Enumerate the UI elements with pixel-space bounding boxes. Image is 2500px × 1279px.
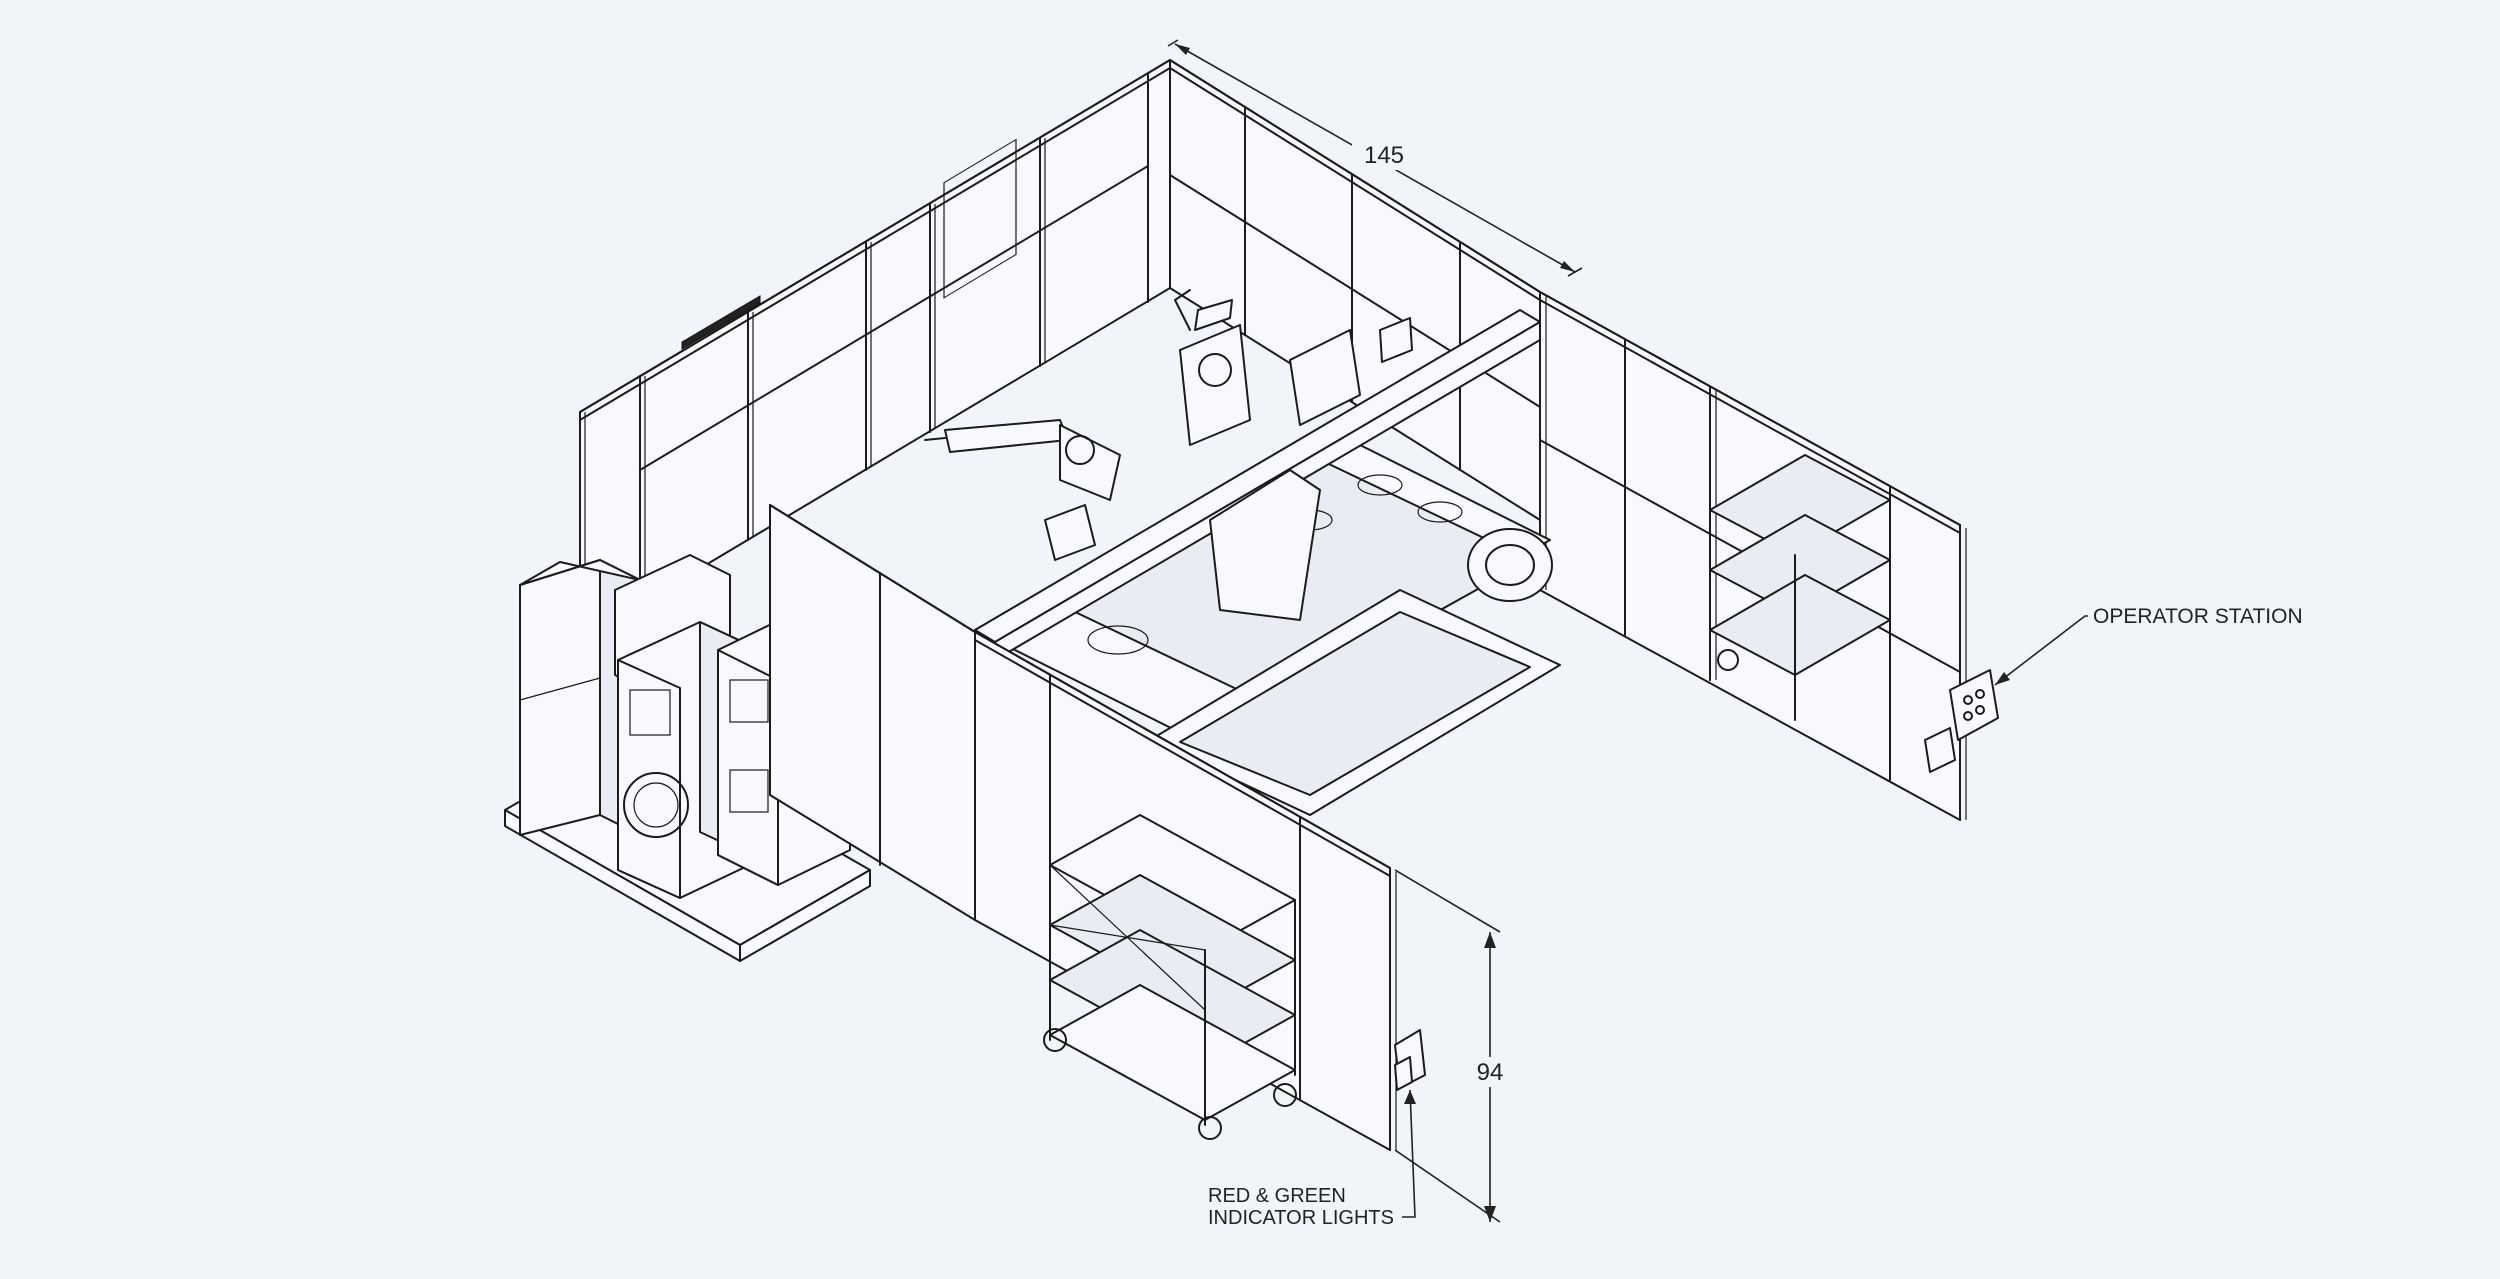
control-cabinets <box>504 554 871 962</box>
dimension-height-value: 94 <box>1477 1059 1504 1086</box>
back-left-fence-wall <box>579 59 1171 641</box>
dimension-height: 94 <box>1394 869 1510 1223</box>
welding-robot-left <box>924 419 1121 561</box>
callout-indicator-lights: RED & GREEN INDICATOR LIGHTS <box>1208 1089 1416 1229</box>
indicator-lights-label-line1: RED & GREEN <box>1208 1185 1346 1207</box>
welding-robot-right <box>1174 289 1251 446</box>
dimension-length-value: 145 <box>1364 142 1404 169</box>
welding-robots <box>924 289 1413 561</box>
right-fence-wall <box>1539 291 1967 821</box>
dimension-length: 145 <box>1167 39 1583 277</box>
indicator-lights-label-line2: INDICATOR LIGHTS <box>1208 1207 1394 1229</box>
torch-cleaning-station <box>1289 317 1413 426</box>
positioner-fixture <box>974 309 1561 816</box>
part-cart <box>1043 814 1297 1140</box>
indicator-lights <box>1394 1029 1426 1091</box>
callout-operator-station: OPERATOR STATION <box>1994 605 2303 686</box>
operator-station <box>1924 669 1999 773</box>
storage-rack-right <box>1709 454 1891 721</box>
operator-station-label: OPERATOR STATION <box>2093 605 2303 628</box>
